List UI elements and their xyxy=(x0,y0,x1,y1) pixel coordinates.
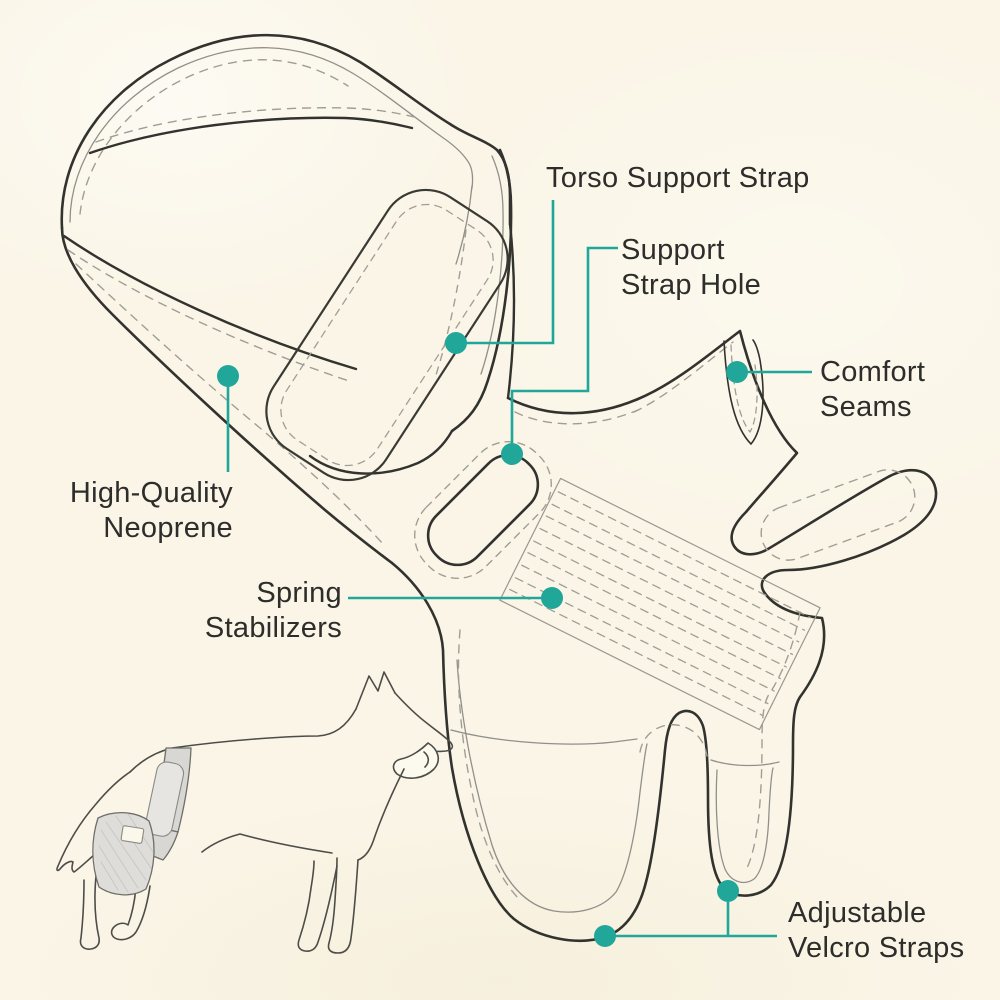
dog-front-leg-near xyxy=(327,857,359,954)
dog-tongue xyxy=(392,742,440,779)
callout-dot-support-strap-hole xyxy=(501,443,523,465)
callout-dot-adjustable-velcro-right xyxy=(717,880,739,902)
callout-dot-comfort-seams xyxy=(726,361,748,383)
label-line: Adjustable xyxy=(788,897,927,929)
label-line: Comfort xyxy=(820,356,926,388)
dog-hind-leg-far xyxy=(79,875,100,950)
callout-dot-high-quality-neoprene xyxy=(217,365,239,387)
leader-lines xyxy=(226,200,812,938)
label-line: Seams xyxy=(820,391,912,423)
velcro-patch xyxy=(265,188,509,482)
dog-ears xyxy=(355,671,396,710)
dog-head xyxy=(394,692,454,753)
label-line: Stabilizers xyxy=(204,612,342,644)
label-high-quality-neoprene: High-Quality Neoprene xyxy=(70,476,233,546)
label-line: Strap Hole xyxy=(621,269,762,301)
label-comfort-seams: Comfort Seams xyxy=(820,355,925,425)
dog-brace-wrap-texture xyxy=(98,813,154,893)
callout-dot-spring-stabilizers xyxy=(541,587,563,609)
dog-brace-wrap xyxy=(92,812,155,896)
label-torso-support-strap: Torso Support Strap xyxy=(546,161,810,196)
dog-brace-buckle xyxy=(120,825,145,844)
comfort-seam-stitch xyxy=(723,339,764,445)
dog-illustration xyxy=(56,671,454,954)
leader-torso-support-strap xyxy=(456,200,555,345)
label-support-strap-hole: Support Strap Hole xyxy=(621,233,761,303)
leader-support-strap-hole xyxy=(510,246,618,452)
label-line: Torso Support Strap xyxy=(546,162,810,194)
label-line: Neoprene xyxy=(103,512,233,544)
callout-dots xyxy=(217,332,748,947)
label-line: High-Quality xyxy=(69,477,233,509)
torso-strap-band xyxy=(308,148,516,475)
dog-tongue-line xyxy=(423,751,430,768)
dog-hind-leg-near xyxy=(110,885,151,941)
dog-front-leg-far xyxy=(297,860,338,952)
dog-topline xyxy=(129,708,357,773)
label-line: Spring xyxy=(256,577,342,609)
dog-neck-front xyxy=(357,768,405,861)
dog-belly xyxy=(201,833,333,854)
callout-dot-torso-support-strap xyxy=(445,332,467,354)
label-line: Support xyxy=(621,234,725,266)
label-spring-stabilizers: Spring Stabilizers xyxy=(205,576,342,646)
label-adjustable-velcro-straps: Adjustable Velcro Straps xyxy=(788,896,964,966)
callout-dot-adjustable-velcro-left xyxy=(594,925,616,947)
dog-brace-pad xyxy=(144,761,185,837)
label-line: Velcro Straps xyxy=(788,932,965,964)
strap-hole xyxy=(414,441,552,579)
dog-brace xyxy=(92,747,192,896)
